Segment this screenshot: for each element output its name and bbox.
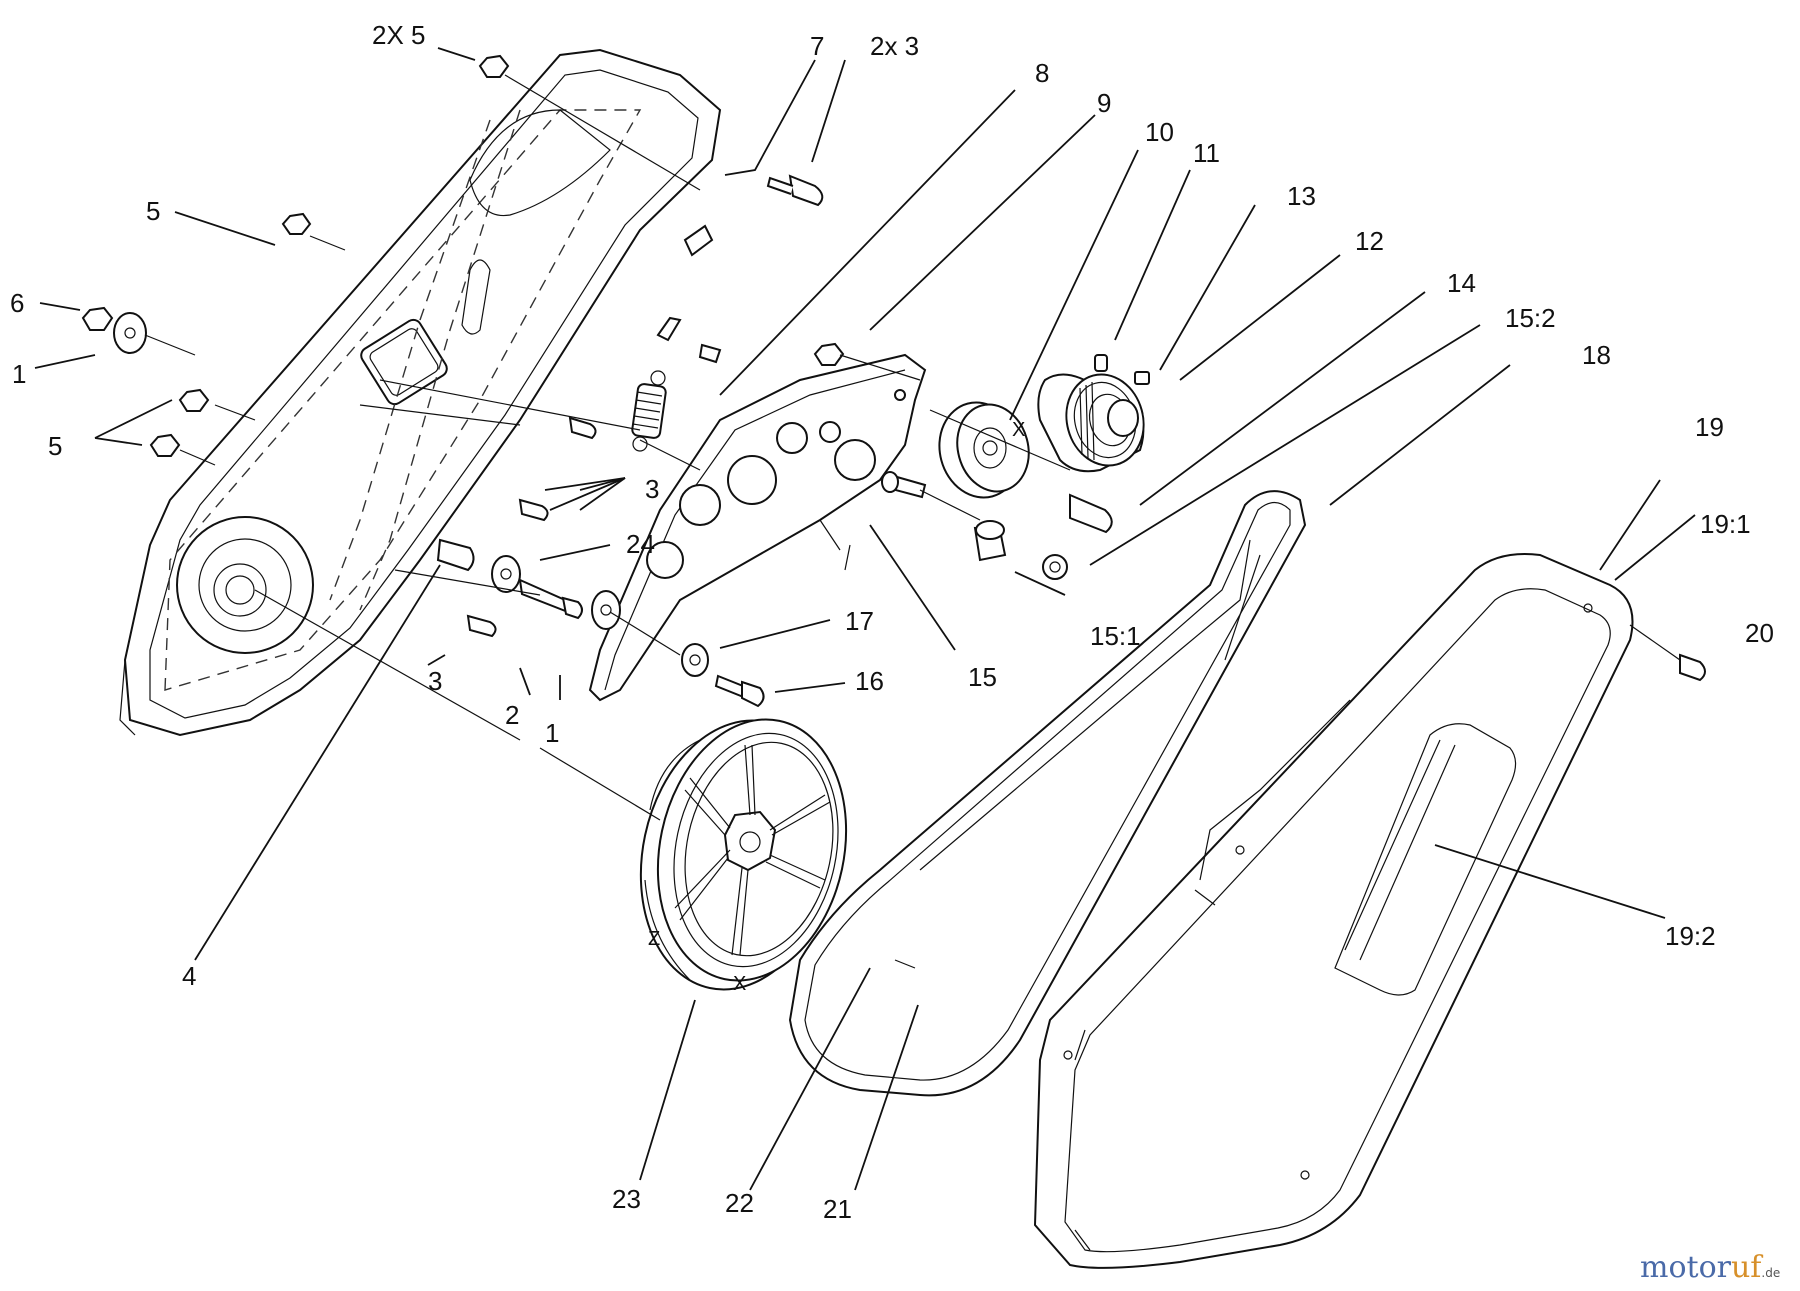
label-14: 14 (1447, 268, 1476, 298)
watermark-part1: motor (1640, 1250, 1732, 1285)
engine-pulley (1037, 354, 1150, 473)
belt-cover-right (1033, 553, 1634, 1269)
label-19: 19 (1695, 412, 1724, 442)
label-2x3: 2x 3 (870, 31, 919, 61)
label-18: 18 (1582, 340, 1611, 370)
watermark-logo: motoruf.de (1640, 1250, 1780, 1285)
label-9: 9 (1097, 88, 1111, 118)
label-6: 6 (10, 288, 24, 318)
idler-arm (588, 353, 927, 702)
label-19-1: 19:1 (1700, 509, 1751, 539)
watermark-part2: uf (1731, 1250, 1763, 1285)
label-17: 17 (845, 606, 874, 636)
drive-belt (788, 490, 1307, 1097)
label-12: 12 (1355, 226, 1384, 256)
x-mark-pulley: X (733, 973, 746, 995)
label-4: 4 (182, 961, 196, 991)
idler-pulley: X (938, 401, 1030, 499)
svg-text:motoruf.de: motoruf.de (1640, 1250, 1780, 1285)
callout-labels: 2X 5 7 2x 3 8 9 10 11 13 12 14 15:2 18 5… (10, 20, 1774, 1224)
label-3-mid: 3 (645, 474, 659, 504)
leader-lines (34, 47, 1696, 1191)
label-1-left: 1 (12, 359, 26, 389)
drive-pulley: Z X (639, 718, 848, 995)
label-13: 13 (1287, 181, 1316, 211)
label-22: 22 (725, 1188, 754, 1218)
label-8: 8 (1035, 58, 1049, 88)
label-5-pair: 5 (48, 431, 62, 461)
label-7: 7 (810, 31, 824, 61)
label-19-2: 19:2 (1665, 921, 1716, 951)
label-3-lower: 3 (428, 666, 442, 696)
label-15-1: 15:1 (1090, 621, 1141, 651)
label-23: 23 (612, 1184, 641, 1214)
label-21: 21 (823, 1194, 852, 1224)
label-16: 16 (855, 666, 884, 696)
watermark-suffix: .de (1761, 1266, 1780, 1280)
label-20: 20 (1745, 618, 1774, 648)
belt-cover-left (119, 48, 722, 737)
spring (631, 370, 667, 452)
label-1-lower: 1 (545, 718, 559, 748)
label-24: 24 (626, 529, 655, 559)
label-2x5: 2X 5 (372, 20, 426, 50)
label-5-top: 5 (146, 196, 160, 226)
z-mark-pulley: Z (648, 928, 660, 950)
label-15-2: 15:2 (1505, 303, 1556, 333)
alignment-lines (144, 74, 1681, 969)
x-mark-idler: X (1012, 419, 1025, 441)
label-11: 11 (1193, 138, 1220, 168)
label-10: 10 (1145, 117, 1174, 147)
label-2: 2 (505, 700, 519, 730)
label-15: 15 (968, 662, 997, 692)
